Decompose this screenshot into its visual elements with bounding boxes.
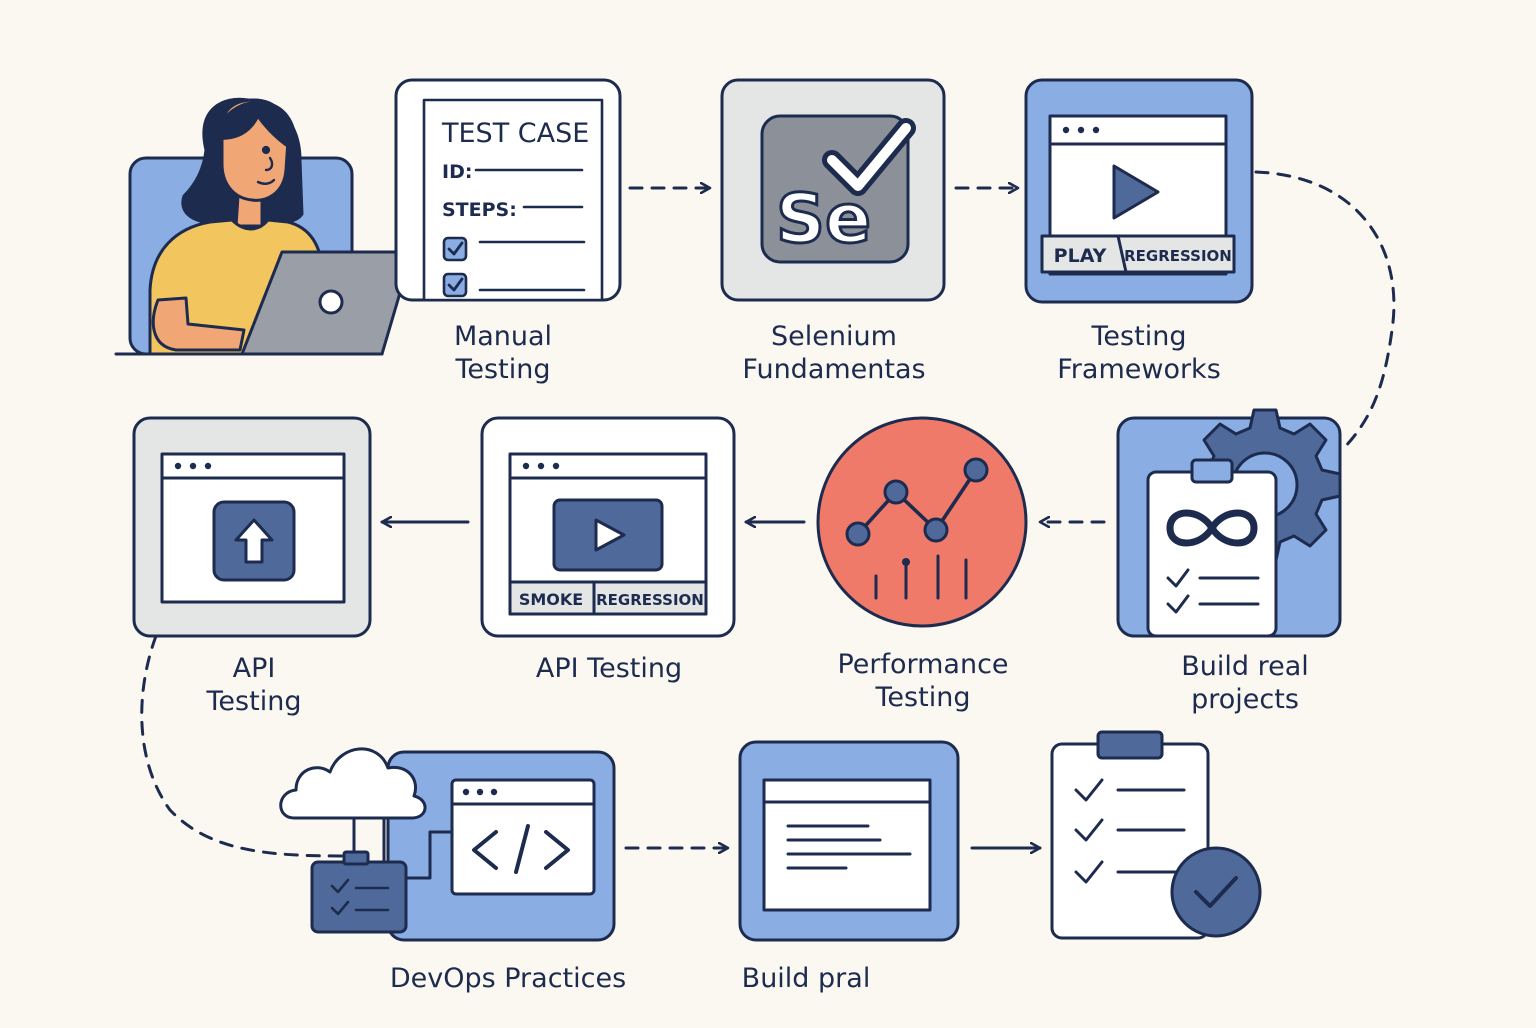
upload-arrow-icon (212, 500, 296, 582)
api-testing-left-card (132, 416, 372, 638)
selenium-logo-text: Se (776, 180, 871, 259)
tab-play: PLAY (1054, 245, 1107, 267)
test-case-steps-label: STEPS: (442, 199, 517, 221)
tab-regression-frameworks: REGRESSION (1124, 247, 1232, 265)
line-graph-icon (845, 457, 989, 600)
clipboard-checklist-icon (1050, 730, 1210, 940)
tab-regression-api: REGRESSION (596, 591, 704, 609)
code-icon (450, 778, 596, 896)
document-window-icon (762, 778, 932, 912)
clipboard-icon (1146, 458, 1278, 638)
curve-api-left-to-devops (140, 634, 346, 858)
tab-smoke: SMOKE (519, 590, 583, 609)
label-api-testing-left: API Testing (206, 653, 302, 717)
play-icon (552, 498, 664, 572)
api-testing-mid-card (480, 416, 736, 638)
test-case-title: TEST CASE (441, 118, 589, 149)
devops-card (279, 747, 616, 942)
label-build-pral: Build pral (741, 963, 871, 994)
checklist-icon (310, 850, 408, 934)
performance-card (816, 416, 1028, 628)
build-projects-card (1116, 408, 1342, 638)
test-case-id-label: ID: (442, 161, 472, 183)
label-build-real-projects: Build real projects (1181, 651, 1309, 715)
play-icon (1112, 164, 1160, 220)
checkbox-icon (442, 236, 468, 262)
label-performance-testing: Performance Testing (837, 649, 1009, 713)
frameworks-card (1024, 78, 1254, 304)
label-api-testing-mid: API Testing (535, 653, 683, 684)
check-circle-icon (1170, 846, 1262, 938)
final-clipboard (1050, 730, 1262, 940)
checkmark-icon (822, 118, 916, 196)
test-case-card (394, 78, 622, 302)
label-testing-frameworks: Testing Frameworks (1057, 321, 1221, 385)
label-devops-practices: DevOps Practices (389, 963, 627, 994)
curve-frameworks-to-projects (1254, 170, 1396, 450)
selenium-card (720, 78, 946, 302)
label-selenium-fundamentals: Selenium Fundamentas (742, 321, 926, 385)
infinity-icon (1166, 509, 1258, 547)
selenium-logo-icon (760, 114, 910, 264)
connectors (140, 170, 1396, 858)
build-pral-card (738, 740, 960, 942)
person-laptop-icon (114, 97, 414, 356)
label-manual-testing: Manual Testing (453, 321, 553, 385)
